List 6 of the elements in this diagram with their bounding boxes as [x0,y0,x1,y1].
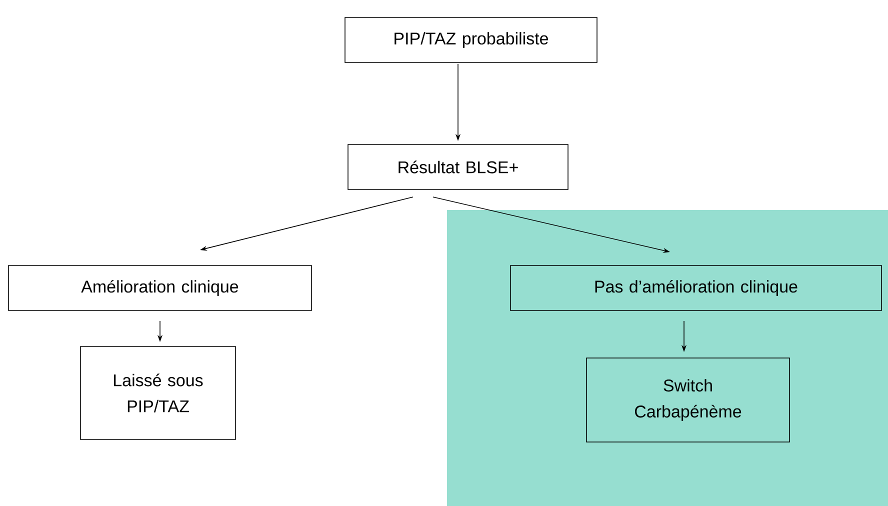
process-box: PIP/TAZ probabiliste [344,17,598,63]
process-box: Switch Carbapénème [586,358,790,442]
process-box: Résultat BLSE+ [348,144,568,190]
process-box: Amélioration clinique [8,265,312,311]
process-box: Pas d’amélioration clinique [510,265,882,311]
process-box: Laissé sous PIP/TAZ [80,346,236,440]
